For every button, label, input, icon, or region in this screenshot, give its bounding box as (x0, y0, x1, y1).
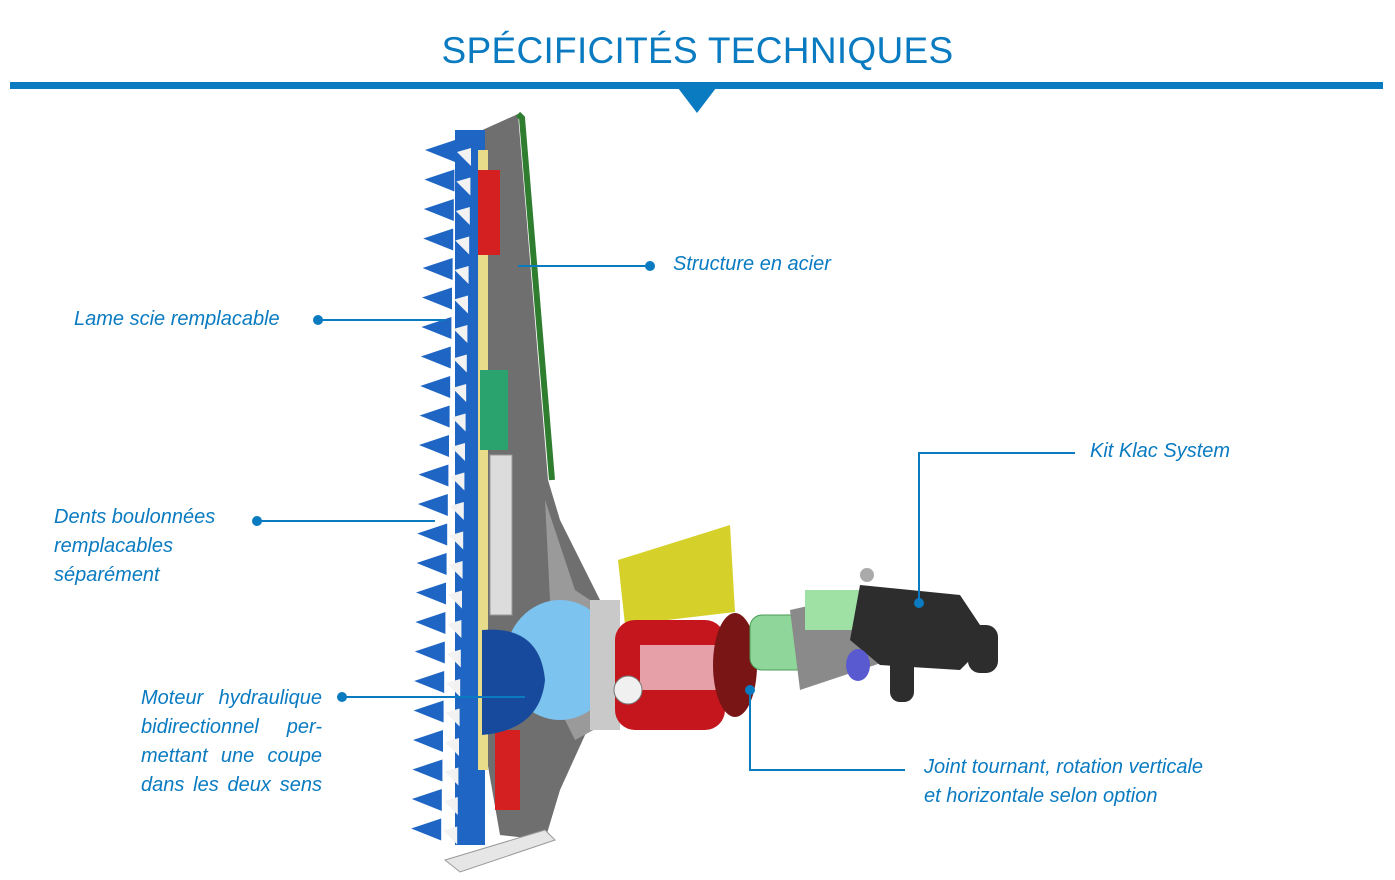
callout-dents-line: Dents boulonnées (54, 506, 216, 528)
saw-tooth (424, 169, 455, 192)
red-block-bottom (495, 730, 520, 810)
tooth-gap (455, 207, 470, 225)
tooth-gap (454, 295, 468, 314)
tooth-gap (443, 797, 458, 815)
callout-kit: Kit Klac System (1090, 440, 1231, 462)
callout-dot (313, 315, 323, 325)
saw-tooth (422, 287, 452, 310)
klac-coupler (850, 585, 990, 670)
tooth-gap (454, 266, 469, 284)
callout-dents: Dents boulonnées remplacables séparément (54, 503, 215, 590)
saw-tooth (413, 700, 444, 723)
callout-moteur: Moteur hydraulique bidirectionnel per- m… (141, 684, 322, 800)
saw-teeth (411, 140, 471, 845)
tooth-gap (452, 354, 467, 373)
tooth-gap (449, 502, 464, 520)
tooth-gap (449, 531, 464, 550)
green-edge (515, 111, 555, 481)
callout-dents-line: séparément (54, 564, 160, 586)
saw-tooth (411, 789, 442, 811)
callout-joint-line: et horizontale selon option (924, 785, 1158, 807)
tooth-gap (445, 738, 459, 756)
green-block (480, 370, 508, 450)
callout-dot (337, 692, 347, 702)
skid (443, 829, 556, 873)
callout-structure: Structure en acier (673, 253, 831, 275)
saw-tooth (416, 553, 447, 575)
callout-lame: Lame scie remplacable (74, 308, 280, 330)
callout-dents-line: remplacables (54, 535, 173, 557)
callout-moteur-line: bidirectionnel per- (141, 716, 322, 738)
hook-right (968, 625, 998, 673)
callout-joint-line: Joint tournant, rotation verticale (924, 756, 1204, 778)
tooth-gap (453, 325, 468, 343)
callout-moteur-line: Moteur hydraulique (141, 687, 322, 709)
divider-pointer (678, 88, 716, 113)
callout-dot (914, 598, 924, 608)
tooth-gap (446, 649, 461, 668)
saw-tooth (412, 759, 443, 782)
tooth-gap (448, 590, 462, 609)
saw-tooth (414, 671, 445, 693)
tooth-gap (452, 384, 467, 402)
saw-tooth (422, 258, 453, 280)
saw-tooth (420, 346, 451, 369)
saw-tooth (417, 523, 448, 546)
callout-dot (645, 261, 655, 271)
tooth-gap (444, 767, 459, 786)
saw-tooth (423, 199, 454, 221)
saw-tooth (423, 228, 454, 251)
saw-tooth (415, 612, 446, 634)
tooth-gap (443, 826, 458, 845)
tooth-gap (455, 236, 470, 255)
saw-tooth (420, 376, 451, 398)
callout-moteur-line: dans les deux sens (141, 774, 322, 796)
tooth-gap (457, 148, 471, 166)
saw-tooth (418, 464, 449, 487)
title-divider (10, 82, 1383, 89)
tooth-gap (446, 679, 461, 697)
tooth-gap (448, 561, 463, 579)
saw-tooth (413, 730, 443, 752)
piston (489, 454, 513, 616)
page-title: SPÉCIFICITÉS TECHNIQUES (441, 30, 954, 71)
tooth-gap (456, 177, 471, 196)
callout-joint: Joint tournant, rotation verticale et ho… (924, 753, 1203, 811)
callout-dot (252, 516, 262, 526)
saw-tooth (421, 317, 452, 339)
tooth-gap (451, 443, 465, 461)
saw-tooth (417, 494, 448, 516)
callout-dot (745, 685, 755, 695)
red-block-top (478, 170, 500, 255)
saw-tooth (425, 140, 455, 162)
tooth-gap (445, 708, 460, 727)
saw-tooth (419, 405, 450, 428)
callout-moteur-line: mettant une coupe (141, 745, 322, 767)
hook-left (890, 650, 914, 702)
tooth-gap (450, 472, 465, 491)
tooth-gap (451, 413, 466, 432)
motor-cover (482, 629, 545, 735)
yellow-plate (618, 525, 735, 625)
saw-tooth (419, 435, 449, 457)
saw-tooth (411, 818, 442, 841)
saw-tooth (414, 641, 445, 664)
saw-tooth (416, 582, 446, 605)
tooth-gap (447, 620, 462, 638)
